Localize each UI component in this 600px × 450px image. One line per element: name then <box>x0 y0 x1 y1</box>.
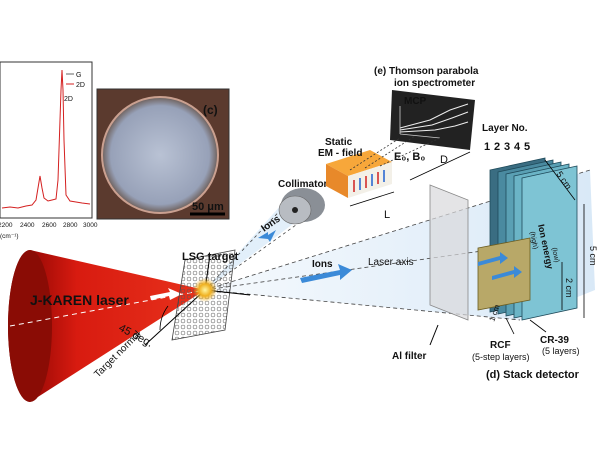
peak-label-2d: 2D <box>64 96 73 103</box>
beam-edge-lower <box>204 289 521 321</box>
micrograph-panel: (c) 50 μm <box>96 88 230 220</box>
dim-d-label: D <box>440 154 448 166</box>
high-label: (high) <box>528 231 539 250</box>
layer-no-label: Layer No. <box>482 123 528 134</box>
rcf-pointer <box>505 317 515 335</box>
thomson-title-1: (e) Thomson parabola <box>374 66 479 77</box>
target-normal-line <box>144 289 206 346</box>
layer-number: 2 <box>494 141 500 153</box>
em-field: Static EM - field E₀, B₀ L <box>318 137 425 221</box>
al-filter-label: Al filter <box>392 351 427 362</box>
layer-number: 1 <box>484 141 490 153</box>
al-filter: Al filter <box>392 184 469 362</box>
laser-label: J-KAREN laser <box>30 292 129 308</box>
al-filter-plate <box>429 184 469 321</box>
raman-spectrum: G 2D 2D 2200 2400 2600 2800 3000 (cm⁻¹) <box>0 61 98 240</box>
rcf-sublabel: (5-step layers) <box>472 352 530 362</box>
main-ion-arrow <box>300 264 352 283</box>
tp-ray-1 <box>349 137 401 171</box>
collimator: Collimator <box>278 179 328 225</box>
layer-numbers: 1 2 3 4 5 <box>484 141 530 153</box>
mcp-screen <box>390 90 475 150</box>
cr39-label: CR-39 <box>540 335 569 346</box>
al-filter-pointer <box>429 324 439 346</box>
tp-ray-2 <box>364 135 416 169</box>
lsg-disc <box>101 96 219 214</box>
cr39-sublabel: (5 layers) <box>542 346 580 356</box>
spectrum-frame <box>0 61 93 219</box>
cr39-pointer <box>529 319 547 333</box>
collimator-ion-arrow <box>258 230 276 242</box>
layer-number: 4 <box>514 141 521 153</box>
x-tick: 2600 <box>42 222 57 229</box>
thomson-spectrometer: (e) Thomson parabola ion spectrometer MC… <box>349 66 479 181</box>
laser-axis-label: Laser axis <box>368 257 414 268</box>
thomson-title-2: ion spectrometer <box>394 78 475 89</box>
x-tick: 2400 <box>20 222 35 229</box>
em-block-top <box>326 150 392 176</box>
angle-arc <box>159 305 169 331</box>
x-tick: 3000 <box>83 222 98 229</box>
laser-axis-line <box>204 239 561 291</box>
layer-number: 5 <box>524 141 530 153</box>
x-tick-labels: 2200 2400 2600 2800 3000 <box>0 222 98 229</box>
dim-5cm-top-line <box>544 159 576 201</box>
fields-label: E₀, B₀ <box>394 151 425 163</box>
tp-ray-3 <box>379 137 441 167</box>
static-label: Static <box>325 137 353 148</box>
em-field-label: EM - field <box>318 148 362 159</box>
x-unit: (cm⁻¹) <box>0 233 19 240</box>
scalebar-label: 50 μm <box>192 201 224 213</box>
laser-cone-body <box>8 250 205 402</box>
lsg-target-label: LSG target <box>182 251 239 263</box>
mcp-axis-x <box>399 133 441 139</box>
x-tick: 2200 <box>0 222 13 229</box>
main-ions-label: Ions <box>312 259 333 270</box>
low-label: (low) <box>550 247 560 263</box>
dim-5cm-right: 5 cm <box>588 246 598 266</box>
collimator-label: Collimator <box>278 179 328 190</box>
panel-c-label: (c) <box>203 103 218 117</box>
parabola-2 <box>399 111 469 131</box>
spectrum-line <box>1 69 91 209</box>
dim-l-line <box>349 191 395 207</box>
dim-2cm: 2 cm <box>564 278 574 298</box>
field-arrows <box>353 170 385 192</box>
rcf-label: RCF <box>490 340 511 351</box>
collimator-hole <box>292 207 298 213</box>
laser-cone: J-KAREN laser <box>8 250 206 402</box>
dim-l-label: L <box>384 209 390 221</box>
stack-detector: Layer No. 1 2 3 4 5 Ion energy (high) (l… <box>472 123 598 381</box>
em-block-front <box>348 162 392 198</box>
mcp-label: MCP <box>404 96 427 107</box>
legend-g: G <box>76 72 81 79</box>
stack-detector-label: (d) Stack detector <box>486 369 580 381</box>
parabola-3 <box>399 121 469 133</box>
parabola-1 <box>399 103 469 129</box>
energy-arrows <box>478 252 522 280</box>
em-block-left <box>326 164 348 198</box>
x-tick: 2800 <box>63 222 78 229</box>
legend-2d: 2D <box>76 82 85 89</box>
layer-number: 3 <box>504 141 510 153</box>
laser-arrow <box>150 288 182 300</box>
focal-spot <box>193 278 217 302</box>
laser-cone-base <box>8 250 52 402</box>
dim-d-line <box>409 151 471 181</box>
